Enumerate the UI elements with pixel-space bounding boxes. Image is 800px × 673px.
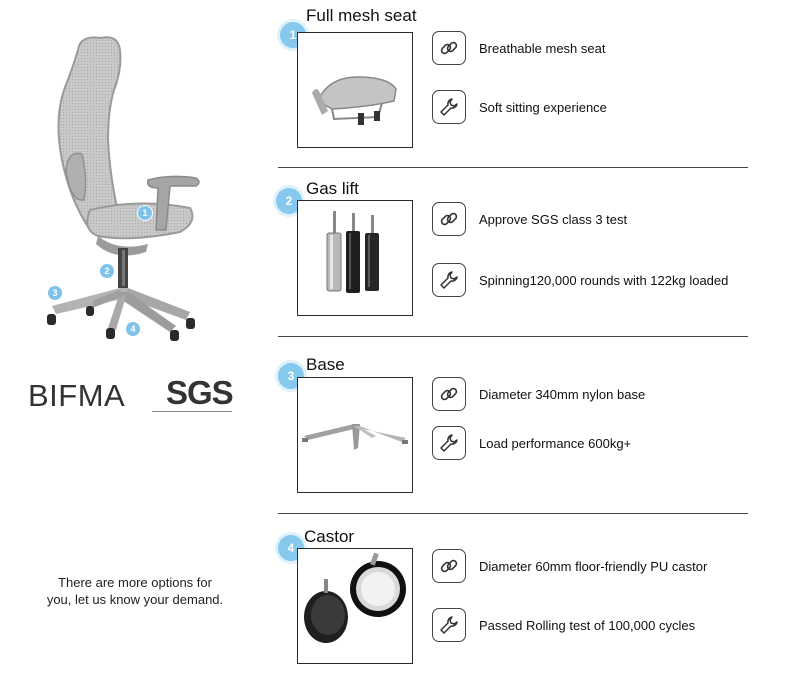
wrench-icon bbox=[432, 90, 466, 124]
chair-callout-2: 2 bbox=[100, 264, 114, 278]
section-divider bbox=[278, 167, 748, 168]
chain-link-icon bbox=[432, 549, 466, 583]
note-line-2: you, let us know your demand. bbox=[46, 592, 224, 607]
feature-pu-castor: Diameter 60mm floor-friendly PU castor bbox=[479, 559, 708, 574]
chain-link-icon bbox=[432, 377, 466, 411]
chair-image: 1 2 3 4 bbox=[20, 30, 220, 350]
chair-illustration bbox=[47, 36, 200, 341]
mesh-seat-thumbnail bbox=[297, 32, 413, 148]
wrench-icon bbox=[432, 263, 466, 297]
wrench-icon bbox=[432, 426, 466, 460]
section-title-castor: Castor bbox=[304, 527, 355, 546]
feature-breathable-mesh: Breathable mesh seat bbox=[479, 41, 606, 56]
feature-nylon-base: Diameter 340mm nylon base bbox=[479, 387, 646, 402]
gas-lift-thumbnail bbox=[297, 200, 413, 316]
bifma-logo: BIFMA bbox=[28, 378, 126, 413]
chair-callout-1: 1 bbox=[138, 206, 152, 220]
note-line-1: There are more options for bbox=[58, 575, 212, 590]
section-divider bbox=[278, 513, 748, 514]
section-title-gas-lift: Gas lift bbox=[306, 179, 359, 198]
chain-link-icon bbox=[432, 31, 466, 65]
section-title-base: Base bbox=[306, 355, 345, 374]
chair-callout-4: 4 bbox=[126, 322, 140, 336]
wrench-icon bbox=[432, 608, 466, 642]
nylon-base-icon bbox=[302, 424, 408, 450]
sgs-underline bbox=[152, 411, 232, 412]
custom-options-note: There are more options for you, let us k… bbox=[20, 574, 250, 608]
feature-sgs-class-3: Approve SGS class 3 test bbox=[479, 212, 628, 227]
section-title-mesh-seat: Full mesh seat bbox=[306, 6, 417, 25]
feature-spinning-test: Spinning120,000 rounds with 122kg loaded bbox=[479, 273, 729, 288]
castor-thumbnail bbox=[297, 548, 413, 664]
base-thumbnail bbox=[297, 377, 413, 493]
feature-rolling-test: Passed Rolling test of 100,000 cycles bbox=[479, 618, 696, 633]
feature-soft-sitting: Soft sitting experience bbox=[479, 100, 607, 115]
sgs-logo: SGS bbox=[166, 374, 234, 411]
chair-callout-3: 3 bbox=[48, 286, 62, 300]
mesh-seat-icon bbox=[312, 76, 397, 125]
section-divider bbox=[278, 336, 748, 337]
feature-load-performance: Load performance 600kg+ bbox=[479, 436, 632, 451]
gas-cylinders-icon bbox=[326, 211, 379, 293]
castor-wheels-icon bbox=[304, 552, 406, 643]
chain-link-icon bbox=[432, 202, 466, 236]
